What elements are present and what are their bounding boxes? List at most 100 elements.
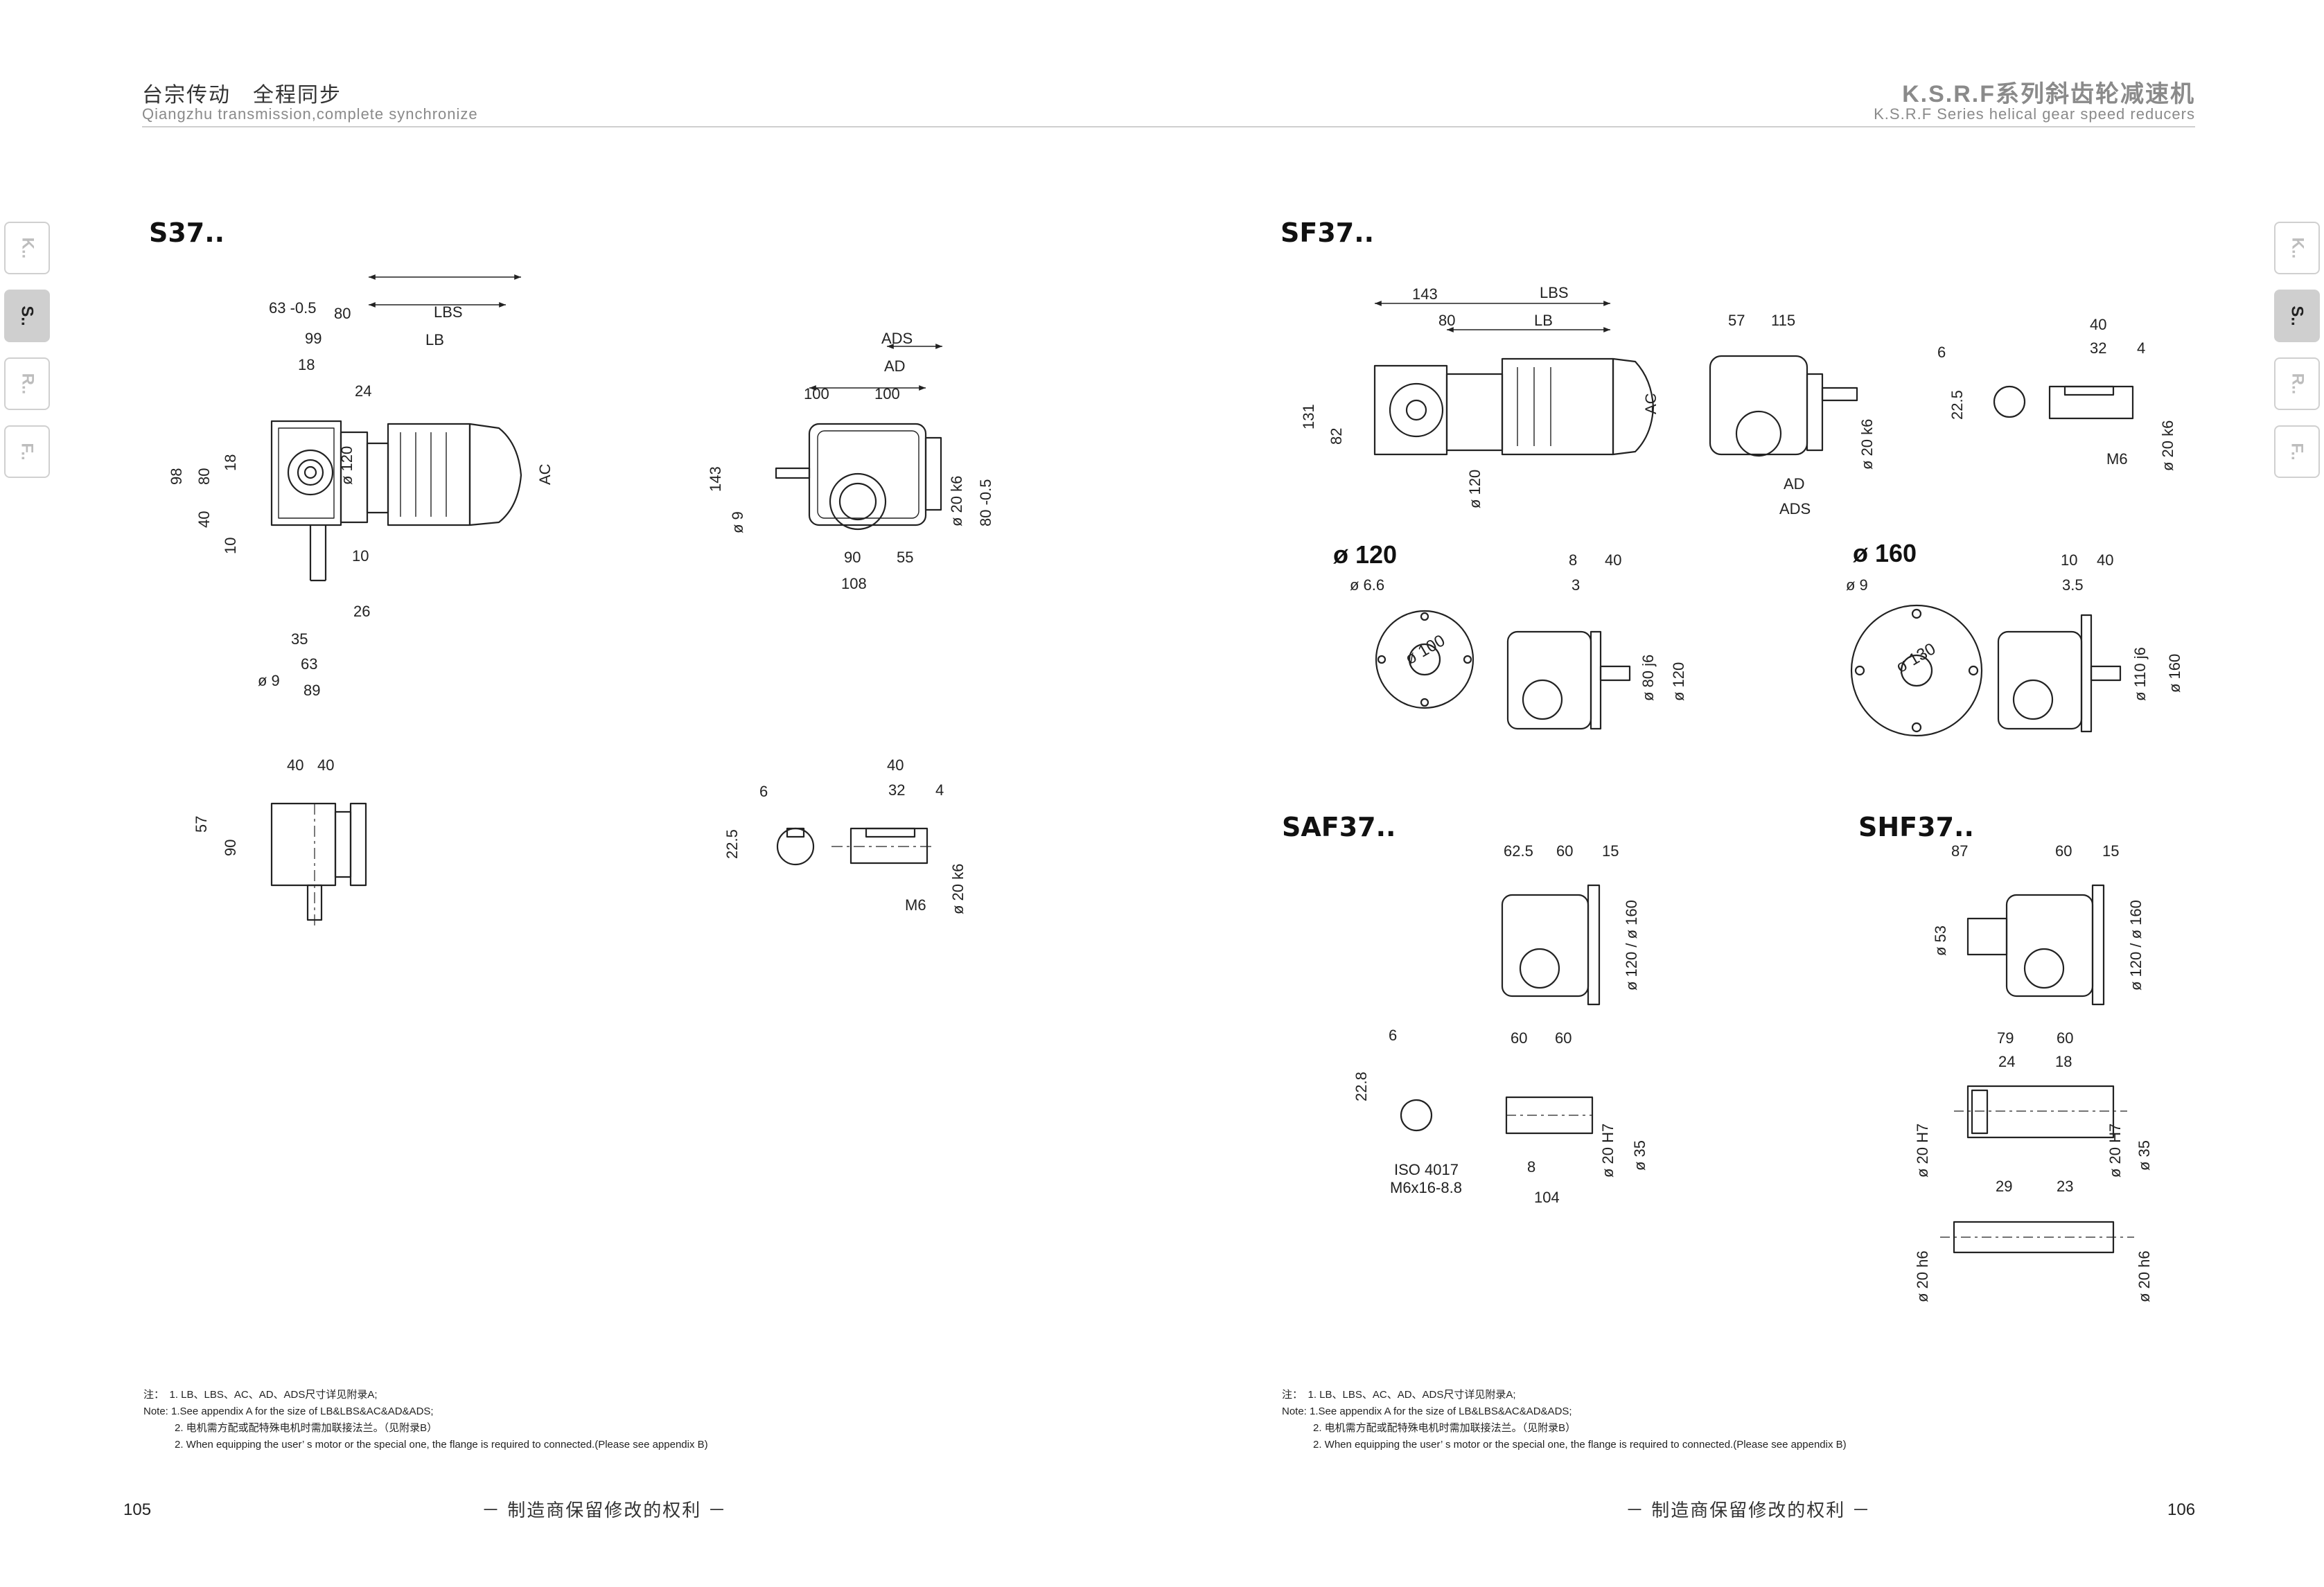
dim-sf37-o120: ø 120 bbox=[1466, 470, 1484, 508]
dim-shf37-60: 60 bbox=[2055, 842, 2072, 860]
dim-f120-40: 40 bbox=[1605, 551, 1621, 569]
tab-r-left[interactable]: R.. bbox=[4, 357, 50, 410]
tab-f-left[interactable]: F.. bbox=[4, 425, 50, 478]
saf37-hollow-shaft bbox=[1505, 1096, 1594, 1135]
section-title-s37: S37.. bbox=[149, 218, 225, 248]
dim-s37-top-57: 57 bbox=[193, 816, 210, 833]
sf37-front-view bbox=[1373, 357, 1655, 456]
dim-sf37-82: 82 bbox=[1328, 428, 1345, 445]
dim-sf37-lb: LB bbox=[1534, 312, 1553, 329]
dim-saf37-8: 8 bbox=[1527, 1158, 1535, 1176]
dim-s37-63b: 63 bbox=[301, 655, 317, 673]
s37-shaft bbox=[831, 827, 935, 865]
dim-s37-18c: 18 bbox=[222, 454, 239, 471]
dim-sf37-o20: ø 20 k6 bbox=[1858, 419, 1876, 470]
flange-120-side bbox=[1506, 630, 1631, 730]
header-right-title: K.S.R.F系列斜齿轮减速机 bbox=[1902, 81, 2195, 107]
dim-s37-40v: 40 bbox=[195, 511, 213, 528]
dim-sf37-143: 143 bbox=[1412, 285, 1438, 303]
dim-sf37-shaft-4: 4 bbox=[2137, 339, 2145, 357]
section-title-sf37: SF37.. bbox=[1280, 218, 1375, 248]
dim-sf37-lbs: LBS bbox=[1540, 284, 1569, 301]
right-tab-strip: K.. S.. R.. F.. bbox=[2274, 222, 2320, 478]
dim-s37-shaft-o20: ø 20 k6 bbox=[949, 864, 967, 914]
dim-s37-18b: ø 9 bbox=[258, 672, 280, 689]
dim-s37-key-225: 22.5 bbox=[723, 829, 741, 859]
saf37-key bbox=[1400, 1099, 1433, 1132]
sf37-keyway bbox=[1993, 385, 2026, 418]
dim-s37-o120: ø 120 bbox=[338, 446, 355, 485]
dim-shf37-o20h6b: ø 20 h6 bbox=[2136, 1250, 2153, 1302]
dim-sf37-80: 80 bbox=[1438, 312, 1455, 329]
tab-r-right[interactable]: R.. bbox=[2274, 357, 2320, 410]
dim-f120-o80: ø 80 j6 bbox=[1639, 655, 1657, 701]
flange-title-120: ø 120 bbox=[1333, 540, 1398, 569]
sf37-shaft bbox=[2048, 385, 2134, 420]
tab-f-right[interactable]: F.. bbox=[2274, 425, 2320, 478]
dim-s37-o9: 10 bbox=[352, 547, 369, 565]
dim-s37-lbs: LBS bbox=[434, 303, 463, 321]
dim-f160-10: 10 bbox=[2061, 551, 2077, 569]
dim-s37-shaft-40: 40 bbox=[887, 756, 904, 774]
left-tab-strip: K.. S.. R.. F.. bbox=[4, 222, 50, 478]
dim-saf37-60b: 60 bbox=[1555, 1029, 1572, 1047]
dim-saf37-60: 60 bbox=[1556, 842, 1573, 860]
dim-s37-100b: 100 bbox=[874, 385, 900, 402]
dim-f120-o100: ø 100 bbox=[1402, 631, 1449, 668]
dim-s37-shaft-m6: M6 bbox=[905, 896, 926, 914]
dim-sf37-shaft-o20: ø 20 k6 bbox=[2159, 420, 2176, 471]
tab-k-left[interactable]: K.. bbox=[4, 222, 50, 274]
tab-s-right[interactable]: S.. bbox=[2274, 290, 2320, 342]
dim-f160-o110: ø 110 j6 bbox=[2131, 647, 2149, 701]
flange-title-160: ø 160 bbox=[1853, 539, 1917, 567]
dim-shf37-o120160: ø 120 / ø 160 bbox=[2127, 900, 2145, 991]
dim-s37-90: 90 bbox=[844, 549, 861, 566]
dim-saf37-iso: ISO 4017 bbox=[1394, 1161, 1459, 1178]
rights-left: － 制造商保留修改的权利 － bbox=[482, 1500, 728, 1520]
dim-s37-shaft-32: 32 bbox=[888, 781, 905, 799]
tab-s-left[interactable]: S.. bbox=[4, 290, 50, 342]
dim-shf37-87: 87 bbox=[1951, 842, 1968, 860]
dim-s37-ads: ADS bbox=[881, 330, 913, 347]
s37-keyway bbox=[776, 827, 815, 866]
dim-f120-o120: ø 120 bbox=[1670, 662, 1687, 701]
header-rule bbox=[142, 126, 2195, 127]
dim-shf37-o20h7b: ø 20 H7 bbox=[2106, 1124, 2124, 1178]
dim-shf37-23: 23 bbox=[2057, 1178, 2073, 1195]
dim-s37-63: 63 -0.5 bbox=[269, 299, 317, 317]
dim-s37-24: 24 bbox=[355, 382, 371, 400]
saf37-top-view bbox=[1501, 884, 1601, 1006]
dim-shf37-79: 79 bbox=[1997, 1029, 2014, 1047]
section-title-saf37: SAF37.. bbox=[1282, 812, 1396, 842]
dim-s37-ac: AC bbox=[536, 463, 554, 485]
shf37-shaft bbox=[1940, 1221, 2134, 1254]
dim-s37-98: 98 bbox=[168, 468, 185, 485]
dim-shf37-15: 15 bbox=[2102, 842, 2119, 860]
dim-shf37-60b: 60 bbox=[2057, 1029, 2073, 1047]
dim-sf37-131: 131 bbox=[1300, 404, 1317, 429]
dim-f160-o9: ø 9 bbox=[1846, 576, 1868, 594]
dim-s37-10v: 10 bbox=[222, 538, 239, 554]
dim-sf37-ads: ADS bbox=[1779, 500, 1811, 517]
flange-160-face bbox=[1850, 604, 1983, 737]
dim-shf37-o20h7a: ø 20 H7 bbox=[1914, 1124, 1931, 1178]
dim-shf37-18: 18 bbox=[2055, 1053, 2072, 1070]
sf37-side-view bbox=[1709, 355, 1858, 457]
dim-saf37-o120160: ø 120 / ø 160 bbox=[1623, 900, 1640, 991]
dim-s37-o20: ø 20 k6 bbox=[948, 476, 965, 526]
section-title-shf37: SHF37.. bbox=[1858, 812, 1974, 842]
dim-f160-35: 3.5 bbox=[2062, 576, 2084, 594]
dim-s37-shaft-4: 4 bbox=[935, 781, 944, 799]
dim-shf37-24: 24 bbox=[1998, 1053, 2015, 1070]
dim-s37-18a: 18 bbox=[298, 356, 315, 373]
dim-saf37-o20h7: ø 20 H7 bbox=[1599, 1124, 1617, 1178]
tab-k-right[interactable]: K.. bbox=[2274, 222, 2320, 274]
dim-s37-35: 35 bbox=[291, 630, 308, 648]
dim-sf37-key-225: 22.5 bbox=[1948, 390, 1966, 420]
page-number-right: 106 bbox=[2167, 1500, 2196, 1519]
dim-s37-55: 55 bbox=[897, 549, 913, 566]
dim-sf37-shaft-32: 32 bbox=[2090, 339, 2106, 357]
s37-side-view bbox=[775, 423, 942, 531]
dim-saf37-o35: ø 35 bbox=[1631, 1140, 1648, 1171]
flange-160-side bbox=[1997, 614, 2122, 733]
